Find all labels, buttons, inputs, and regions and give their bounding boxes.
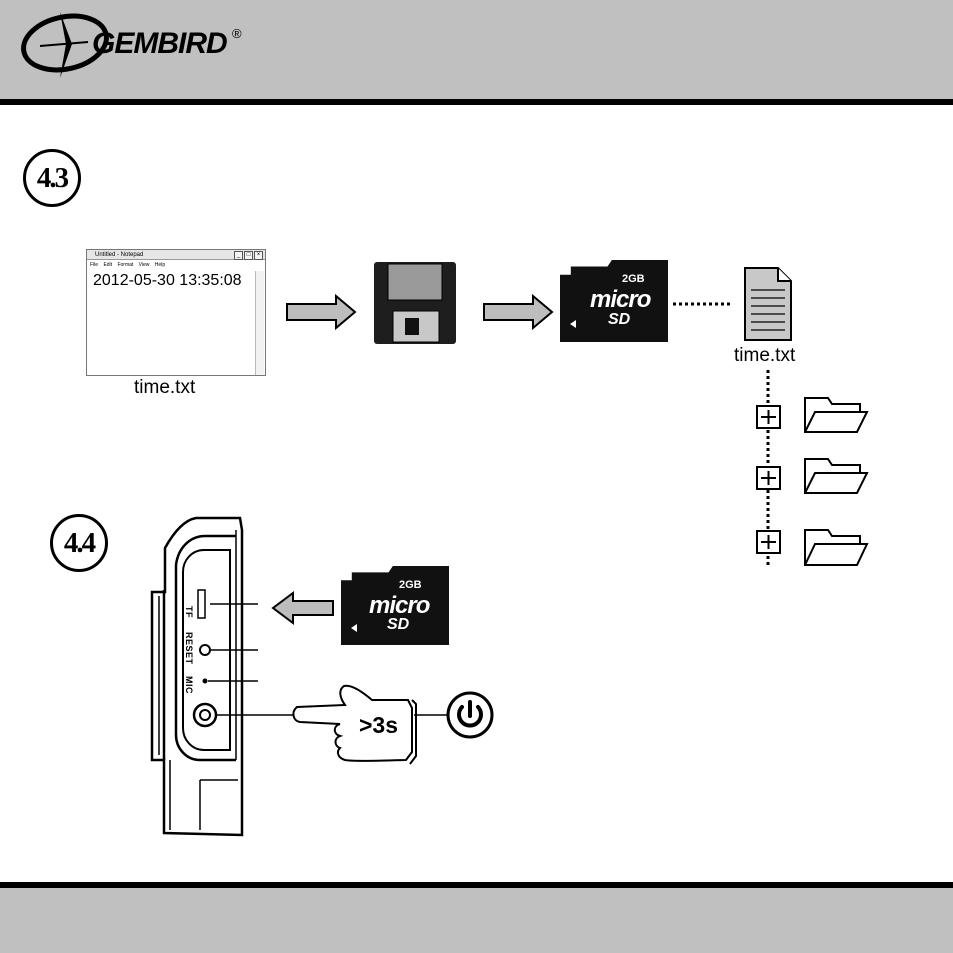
micro-sd-card: 2GB micro SD: [341, 566, 449, 645]
floppy-disk-icon: [388, 264, 442, 342]
sd-capacity: 2GB: [622, 273, 645, 285]
trademark-mark: ®: [232, 26, 242, 41]
sd-sd-label: SD: [608, 312, 630, 328]
close-button: ×: [254, 251, 263, 260]
micro-sd-card: 2GB micro SD: [560, 260, 668, 342]
expand-plus-icon: [757, 467, 780, 489]
step-badge-4-3: 4.3: [23, 149, 81, 207]
notepad-menu: File Edit Format View Help: [87, 261, 265, 269]
arrow-right-icon: [484, 296, 552, 328]
card-file-caption: time.txt: [734, 345, 795, 367]
notepad-content: 2012-05-30 13:35:08: [93, 272, 242, 290]
sd-capacity: 2GB: [399, 579, 422, 591]
folder-icon: [805, 459, 867, 493]
footer-bar: [0, 888, 953, 953]
notepad-window: Untitled - Notepad _ □ × File Edit Forma…: [86, 249, 266, 376]
folder-icon: [805, 530, 867, 565]
port-label-reset: RESET: [184, 632, 194, 665]
power-icon: [448, 693, 492, 737]
scrollbar: [255, 271, 264, 375]
brand-name: GEMBIRD: [92, 27, 227, 61]
port-label-tf: TF: [184, 606, 194, 618]
port-label-mic: MIC: [184, 676, 194, 694]
notepad-file-caption: time.txt: [134, 377, 195, 399]
device-illustration: [152, 518, 242, 835]
hold-duration-label: >3s: [359, 712, 398, 739]
minimize-button: _: [234, 251, 243, 260]
sd-triangle-icon: [570, 320, 576, 328]
window-controls: _ □ ×: [234, 251, 263, 260]
expand-plus-icon: [757, 531, 780, 553]
sd-triangle-icon: [351, 624, 357, 632]
arrow-right-icon: [287, 296, 355, 328]
arrow-left-icon: [273, 593, 333, 623]
folder-icon: [805, 398, 867, 432]
document-icon: [745, 268, 791, 340]
sd-micro-label: micro: [590, 289, 650, 311]
sd-sd-label: SD: [387, 617, 409, 633]
step-badge-4-4: 4.4: [50, 514, 108, 572]
sd-micro-label: micro: [369, 595, 429, 617]
maximize-button: □: [244, 251, 253, 260]
expand-plus-icon: [757, 406, 780, 428]
